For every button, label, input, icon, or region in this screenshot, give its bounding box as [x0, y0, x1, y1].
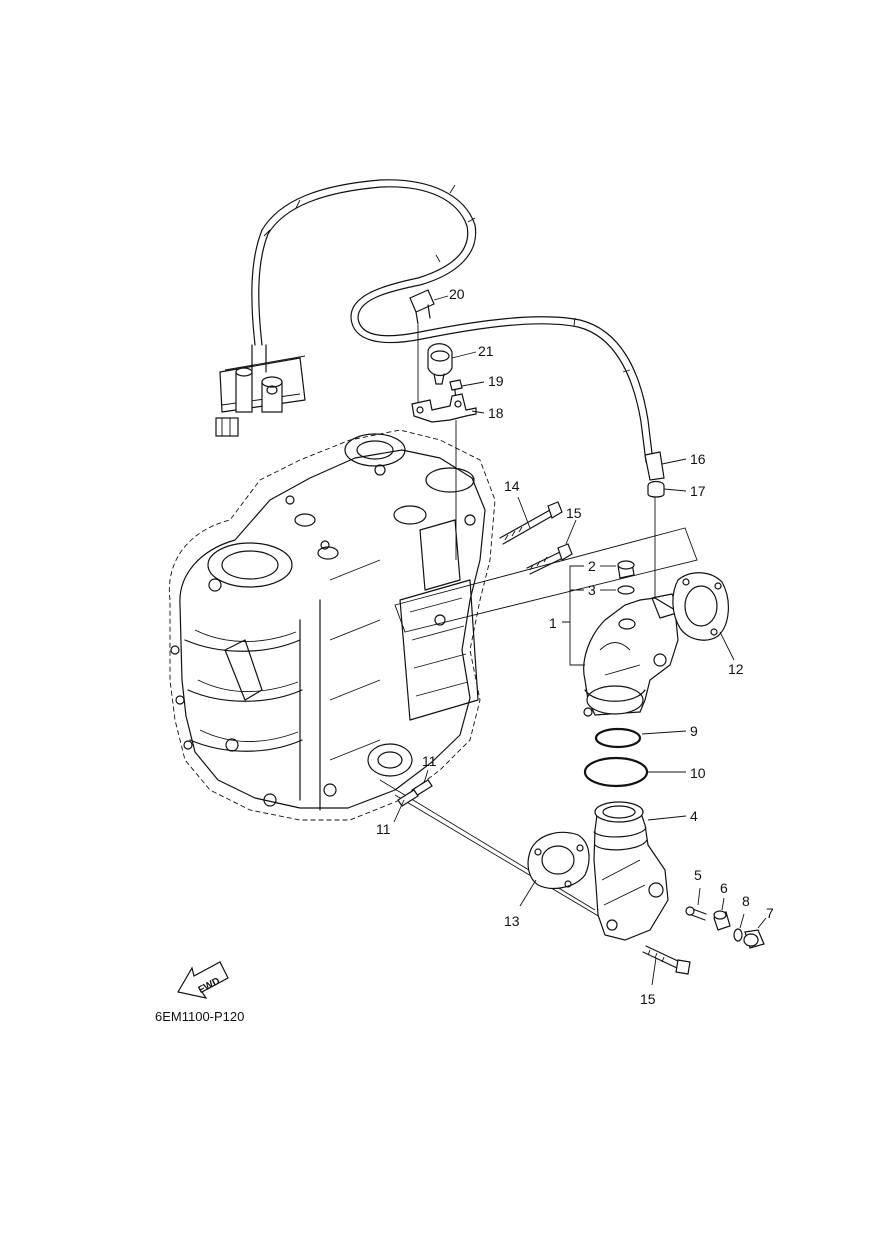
callout-1: 1 [549, 615, 557, 631]
callout-12: 12 [728, 661, 744, 677]
callout-18: 18 [488, 405, 504, 421]
callout-19: 19 [488, 373, 504, 389]
callout-5: 5 [694, 867, 702, 883]
callout-15-bottom: 15 [640, 991, 656, 1007]
callout-16: 16 [690, 451, 706, 467]
callout-8: 8 [742, 893, 750, 909]
callout-3: 3 [588, 582, 596, 598]
callout-14: 14 [504, 478, 520, 494]
callout-6: 6 [720, 880, 728, 896]
hose [251, 179, 654, 463]
fwd-arrow-icon: FWD [177, 961, 229, 999]
callout-21: 21 [478, 343, 494, 359]
callout-20: 20 [449, 286, 465, 302]
bolt-15-bottom [642, 945, 691, 975]
bolt-5 [685, 906, 707, 921]
callout-2: 2 [588, 558, 596, 574]
hose-end-left [215, 344, 306, 437]
callout-10: 10 [690, 765, 706, 781]
exhaust-pipe [593, 801, 669, 941]
collar-6 [713, 910, 731, 931]
callout-17: 17 [690, 483, 706, 499]
callout-13: 13 [504, 913, 520, 929]
hose-clamp [427, 343, 453, 385]
callout-labels: 20 21 19 18 16 17 14 15 2 3 1 12 9 10 4 … [376, 286, 774, 1007]
callout-7: 7 [766, 905, 774, 921]
callout-leaders [393, 295, 767, 986]
exhaust-elbow [583, 593, 681, 717]
callout-11-b: 11 [376, 821, 391, 837]
callout-9: 9 [690, 723, 698, 739]
hose-clip-17 [647, 480, 665, 498]
washer-3 [617, 585, 635, 595]
o-ring-9 [594, 727, 642, 749]
plug-2 [617, 560, 635, 579]
engine-block [168, 429, 496, 821]
callout-4: 4 [690, 808, 698, 824]
bracket [411, 393, 477, 423]
hose-clip [409, 289, 435, 325]
callout-15-top: 15 [566, 505, 582, 521]
bolt-14 [499, 501, 563, 545]
bolt-15-top [526, 543, 573, 575]
callout-11-a: 11 [422, 753, 437, 769]
diagram-part-number: 6EM1100-P120 [155, 1009, 244, 1024]
gasket-12 [672, 572, 729, 641]
hose-joint [644, 451, 665, 481]
o-ring-10 [583, 756, 649, 788]
gasket-13 [527, 831, 590, 889]
washer-8 [733, 928, 743, 942]
plug-7 [743, 929, 765, 949]
